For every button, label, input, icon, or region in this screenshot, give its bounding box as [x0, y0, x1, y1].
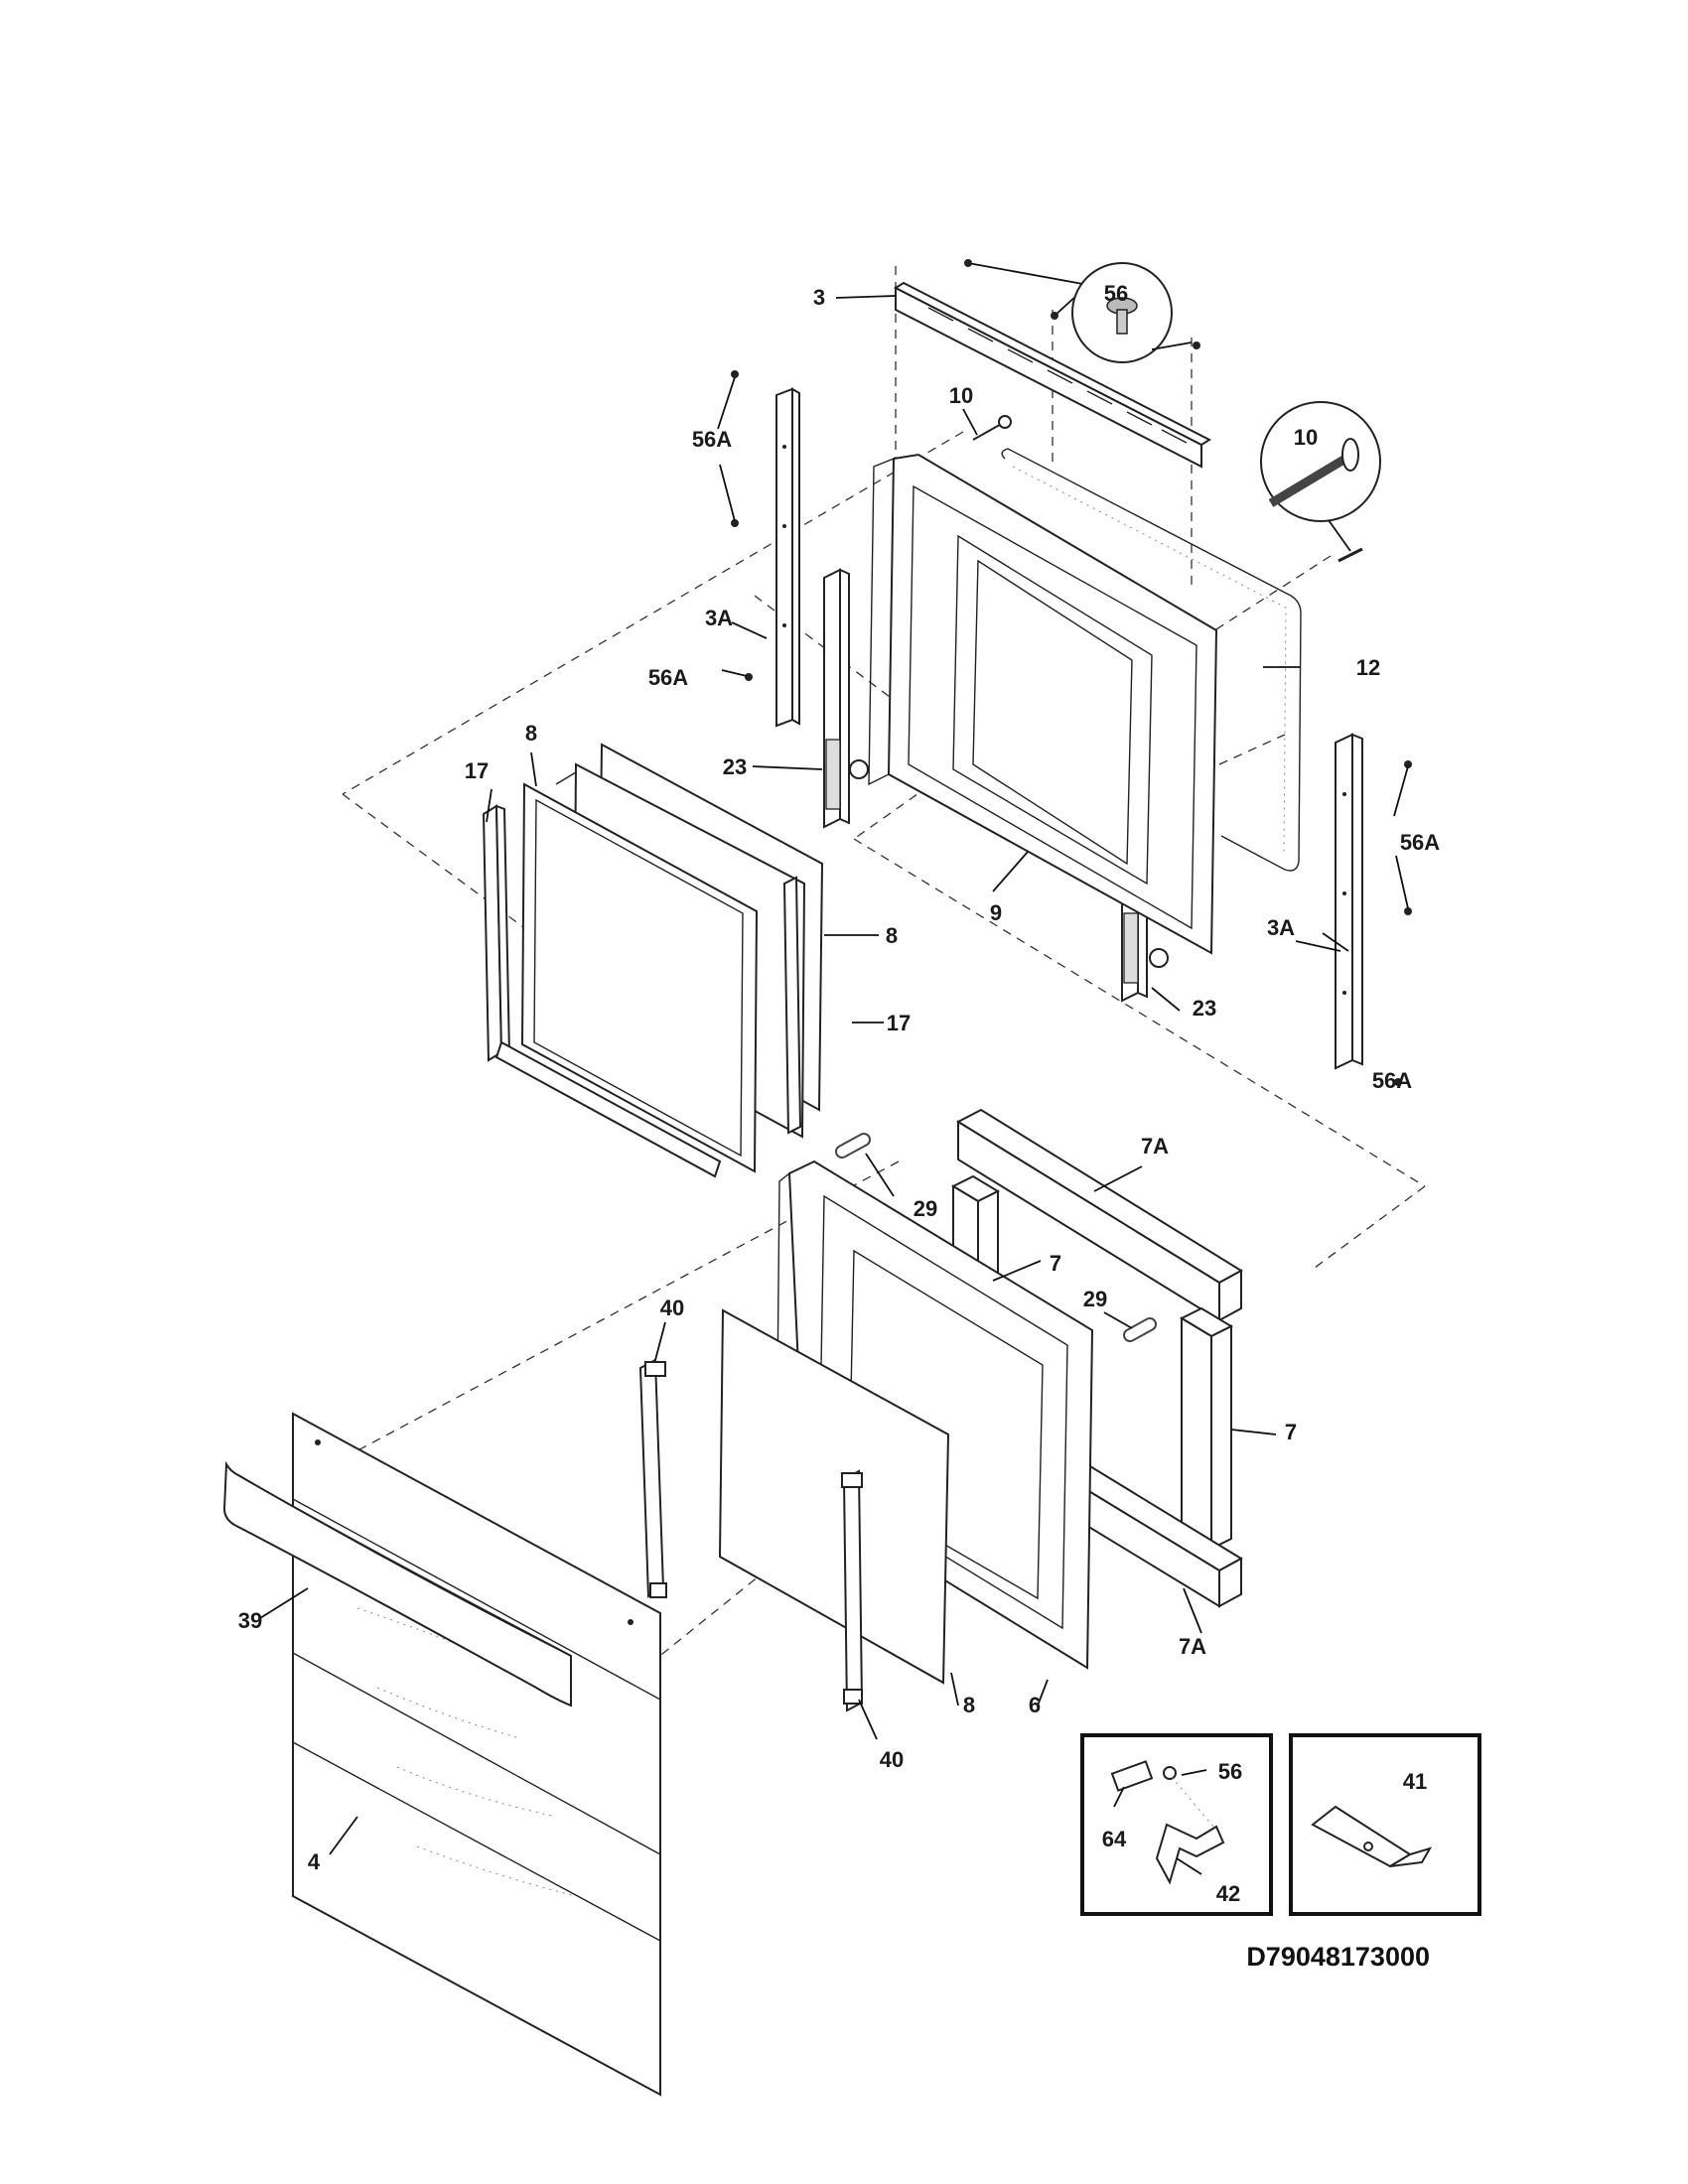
callout-29-top: 29 [914, 1196, 937, 1221]
hinge-left [823, 568, 869, 829]
bolt-zoom-10 [1260, 401, 1381, 563]
bracket-40-bottom [841, 1469, 864, 1712]
callout-7-left: 7 [1050, 1251, 1061, 1276]
screw-zoom-56 [1071, 262, 1193, 363]
callout-10-zoom: 10 [1294, 425, 1318, 450]
callout-10: 10 [949, 383, 973, 408]
inset-box-right [1289, 1733, 1481, 1916]
callout-56a-right: 56A [1400, 830, 1440, 855]
leader-lines [259, 295, 1341, 1875]
outer-door [292, 1412, 661, 2097]
glass-retainer-left [482, 804, 511, 1062]
callout-6: 6 [1029, 1693, 1041, 1717]
callout-56a-bottom: 56A [1372, 1068, 1412, 1093]
screws-56a-right [1322, 760, 1412, 1086]
glass-front [520, 782, 759, 1173]
callout-23-left: 23 [723, 754, 747, 779]
callout-3a-left: 3A [705, 606, 733, 630]
callout-3a-right: 3A [1267, 915, 1295, 940]
bolt-10 [962, 408, 1012, 441]
callout-56: 56 [1104, 281, 1128, 306]
hinge-rail-left [775, 387, 800, 728]
hinge-rail-right [1335, 733, 1363, 1070]
callout-40-top: 40 [660, 1296, 684, 1320]
vent-trim [893, 281, 1212, 469]
callout-42: 42 [1216, 1881, 1240, 1906]
inset-box-left [1080, 1733, 1273, 1916]
pin-29-top [835, 1133, 871, 1159]
callout-7a-bottom: 7A [1179, 1634, 1206, 1659]
callout-56a-top: 56A [692, 427, 732, 452]
bracket-40-top [638, 1358, 667, 1598]
callout-7-right: 7 [1285, 1420, 1297, 1444]
callout-29-right: 29 [1083, 1287, 1107, 1311]
glass-retainer-right [782, 876, 802, 1135]
callout-41: 41 [1403, 1769, 1427, 1794]
screws-56a-left [717, 370, 753, 681]
inner-glass [718, 1308, 950, 1685]
callout-4: 4 [308, 1849, 321, 1874]
callout-12: 12 [1356, 655, 1380, 680]
insulation-top-7a [955, 1108, 1243, 1322]
insulation-right-7 [1179, 1306, 1234, 1551]
callout-8-mid: 8 [886, 923, 898, 948]
callout-17-right: 17 [887, 1011, 911, 1035]
door-gasket [1001, 448, 1302, 872]
callout-labels: 3 56 10 10 56A 3A 56A 12 17 8 23 56A 8 9… [238, 281, 1441, 1906]
callout-40-bottom: 40 [880, 1747, 904, 1772]
door-handle [222, 1460, 572, 1707]
glass-channel-bottom [494, 771, 722, 1178]
callout-8-bottom: 8 [963, 1693, 975, 1717]
callout-64: 64 [1102, 1827, 1127, 1851]
inner-door-frame [868, 453, 1218, 955]
drawing-number: D79048173000 [1246, 1942, 1430, 1972]
callout-8-top: 8 [525, 721, 537, 746]
callout-23-right: 23 [1193, 996, 1216, 1021]
callout-9: 9 [990, 900, 1002, 925]
callout-39: 39 [238, 1608, 262, 1633]
callout-3: 3 [813, 285, 825, 310]
callout-56-inset: 56 [1218, 1759, 1242, 1784]
callout-7a-top: 7A [1141, 1134, 1169, 1159]
callout-17-left: 17 [465, 758, 489, 783]
callout-56a-mid: 56A [648, 665, 688, 690]
pin-29-right [1123, 1317, 1157, 1342]
